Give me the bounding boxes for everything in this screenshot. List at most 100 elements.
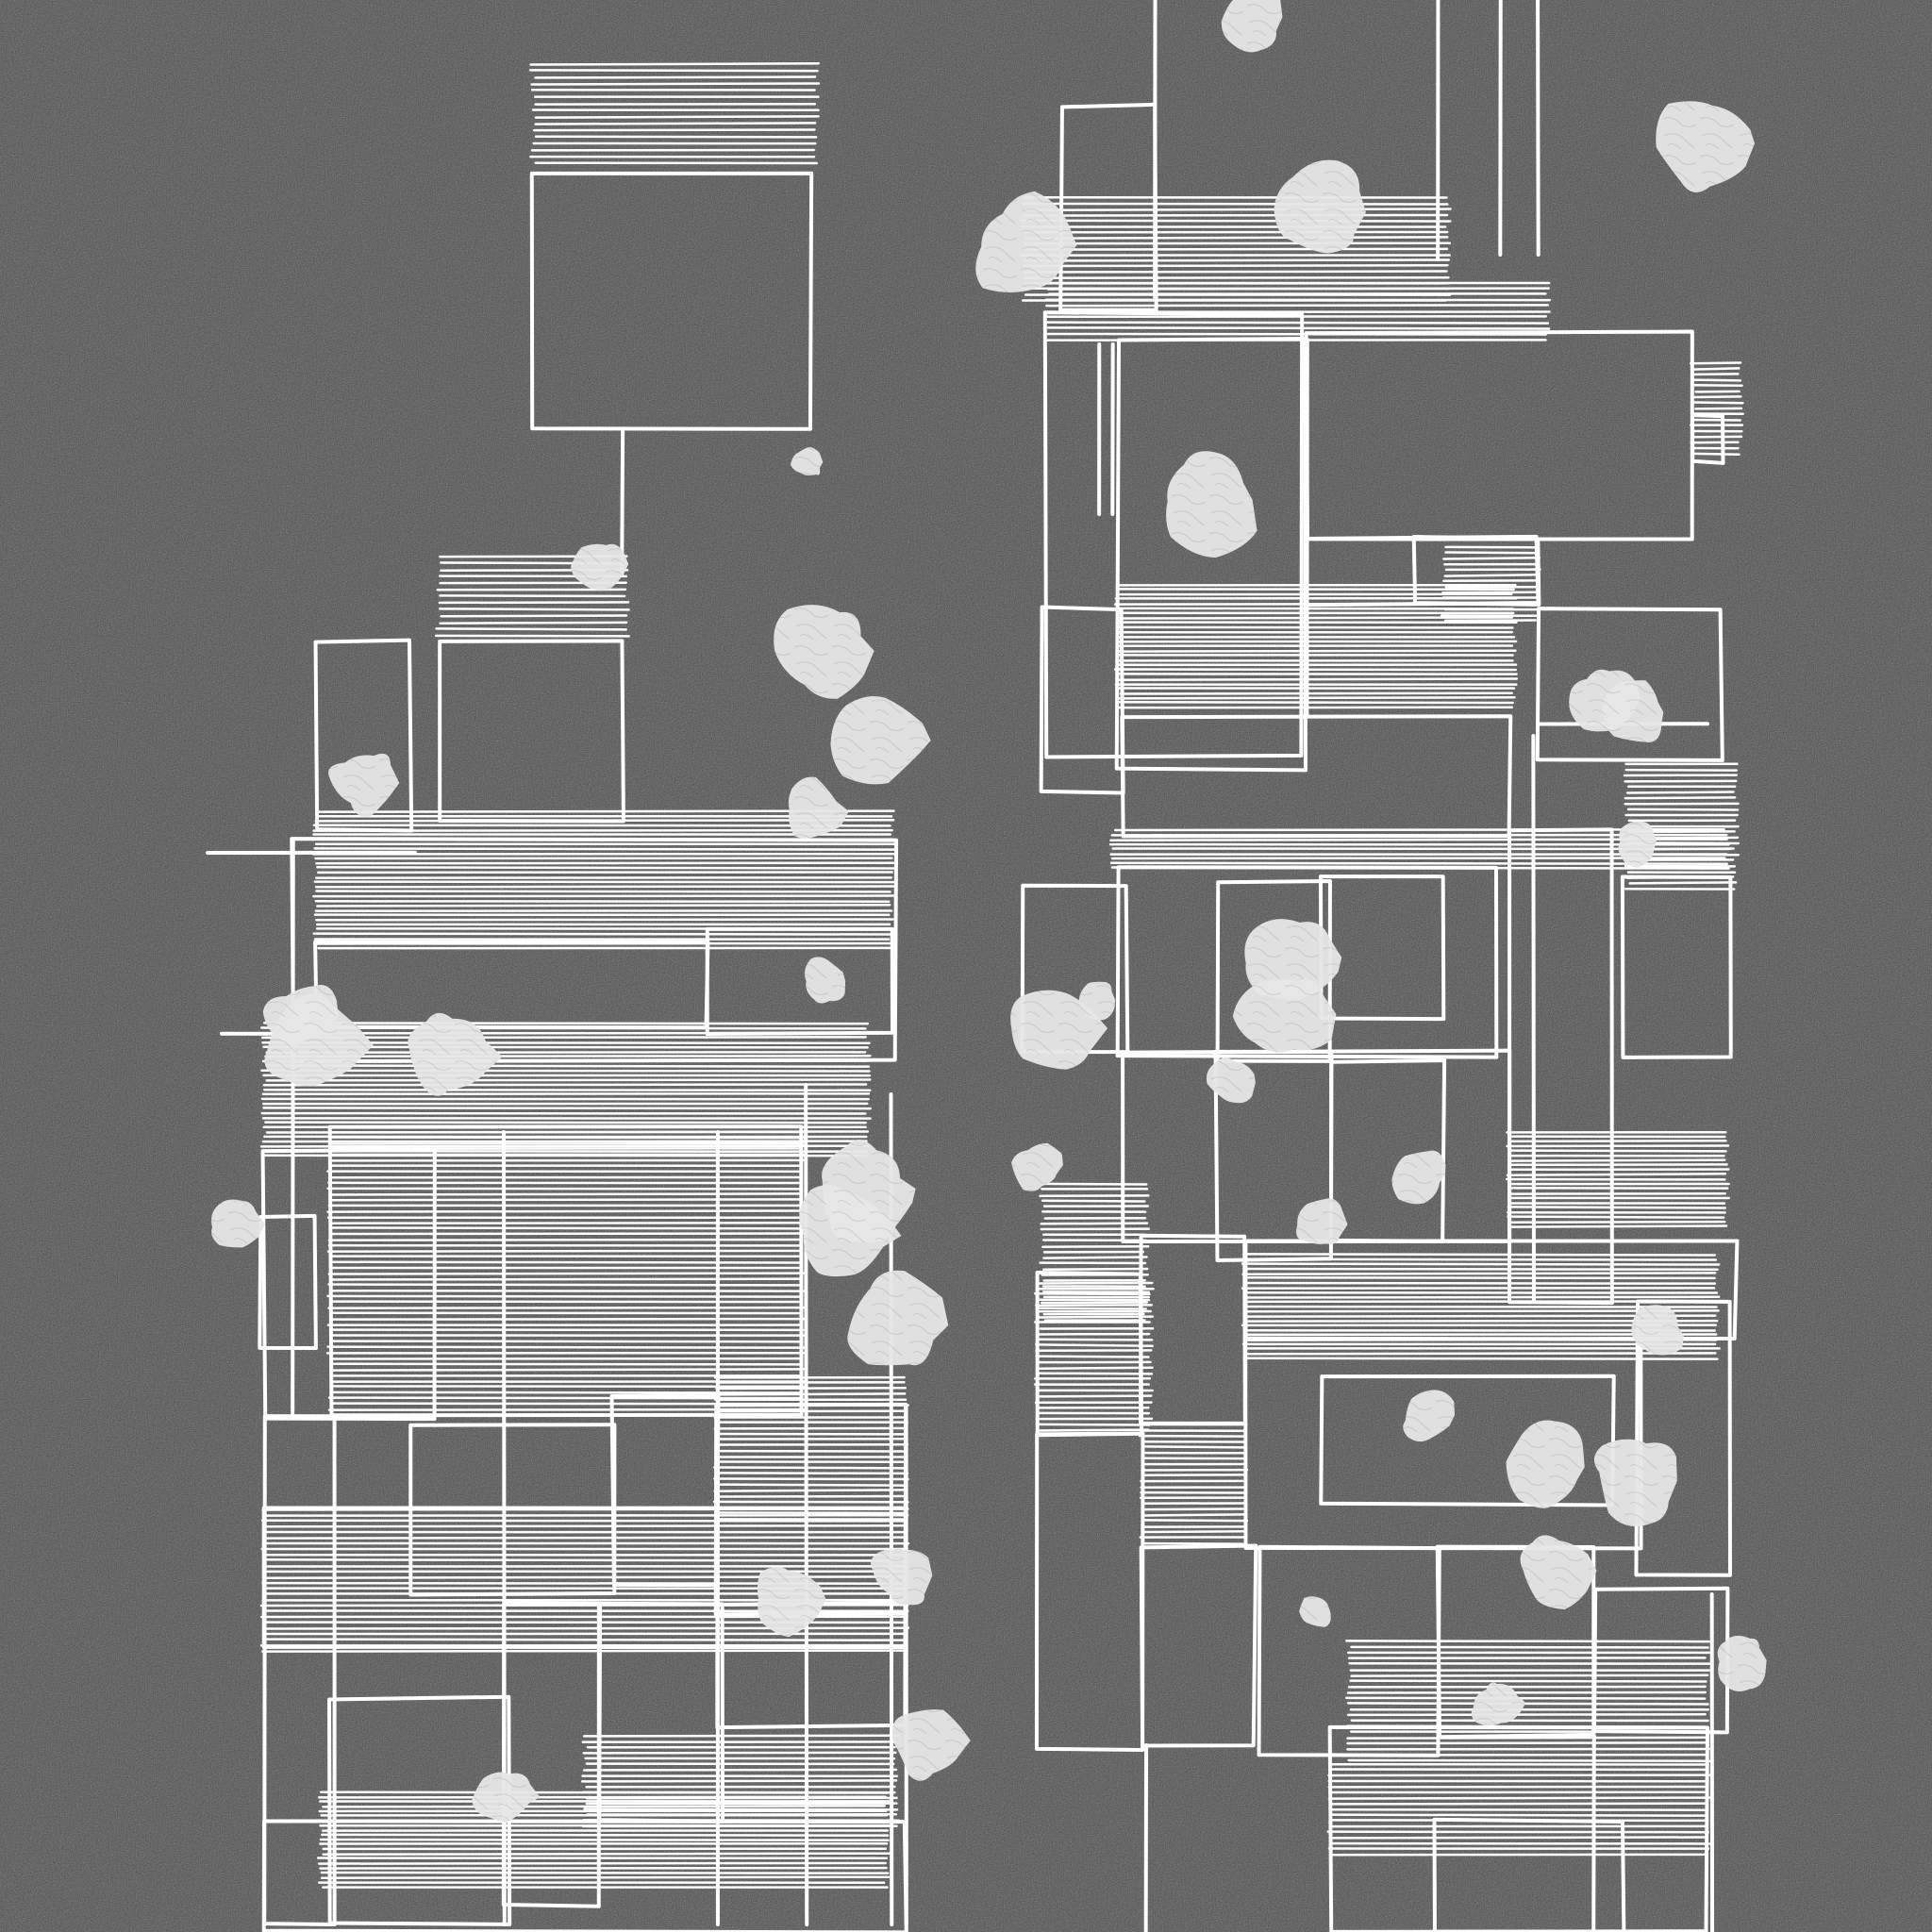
hatch-line bbox=[329, 1277, 802, 1281]
hatch-line bbox=[331, 1232, 805, 1236]
hatch-line bbox=[1242, 1357, 1719, 1360]
hatch-line bbox=[1444, 551, 1540, 555]
hatch-line bbox=[1038, 1394, 1153, 1398]
hatch-line bbox=[1024, 236, 1449, 240]
hatch-line bbox=[318, 1795, 887, 1799]
hatch-line bbox=[1042, 1256, 1148, 1259]
hatch-line bbox=[1244, 1276, 1716, 1280]
hatch-line bbox=[320, 1871, 890, 1874]
hatch-line bbox=[1037, 1423, 1151, 1426]
hatch-line bbox=[326, 1345, 806, 1349]
hatch-line bbox=[259, 1026, 867, 1030]
blob-shape bbox=[791, 446, 824, 476]
hatch-line bbox=[1045, 321, 1550, 325]
hatch-line bbox=[326, 1209, 804, 1213]
hatch-line bbox=[263, 1575, 909, 1579]
sketch-box bbox=[1327, 1724, 1709, 1932]
blob-shape bbox=[891, 1709, 971, 1781]
hatch-line bbox=[1119, 691, 1513, 695]
hatch-line bbox=[1141, 1530, 1245, 1534]
hatch-line bbox=[1023, 247, 1449, 251]
sketch-box bbox=[1115, 865, 1499, 1059]
hatch-line bbox=[1507, 1206, 1727, 1209]
hatch-line bbox=[1506, 1144, 1730, 1148]
hatch-line bbox=[1041, 1199, 1146, 1203]
hatch-line bbox=[330, 1368, 806, 1372]
hatch-line bbox=[316, 904, 891, 908]
hatch-line bbox=[1346, 1713, 1707, 1717]
hatch-line bbox=[1023, 264, 1449, 268]
hatch-line bbox=[1628, 881, 1738, 885]
hatch-line bbox=[439, 621, 628, 625]
hatch-line bbox=[1117, 701, 1514, 705]
blob-shape bbox=[571, 543, 629, 591]
hatch-line bbox=[1345, 1696, 1707, 1700]
hatch-line bbox=[1350, 1645, 1709, 1649]
blob-shape bbox=[1506, 1420, 1585, 1508]
hatch-line bbox=[435, 627, 627, 631]
hatch-line bbox=[1117, 616, 1514, 620]
hatch-line bbox=[1349, 1679, 1707, 1683]
hatch-line bbox=[328, 1192, 801, 1196]
hatch-line bbox=[264, 1626, 910, 1630]
blob-shape bbox=[804, 957, 846, 1004]
blob-shape bbox=[1221, 0, 1283, 53]
hatch-line bbox=[327, 1407, 806, 1411]
hatch-line bbox=[322, 1805, 887, 1808]
hatch-line bbox=[1020, 219, 1452, 223]
blob-shape bbox=[975, 191, 1077, 292]
hatch-line bbox=[1346, 1736, 1708, 1740]
blob-shape bbox=[788, 776, 849, 839]
blob-shape bbox=[799, 1185, 902, 1277]
hatch-line bbox=[1142, 1541, 1244, 1545]
hatch-line bbox=[583, 1807, 899, 1811]
blob-shape bbox=[472, 1772, 541, 1824]
blob-shape bbox=[871, 1548, 933, 1606]
hatch-line bbox=[1041, 1244, 1150, 1248]
hatch-line bbox=[329, 1136, 806, 1140]
hatch-line bbox=[312, 932, 892, 936]
hatch-line bbox=[261, 1536, 906, 1540]
hatch-line bbox=[1246, 1295, 1721, 1299]
hatch-line bbox=[1245, 1257, 1718, 1261]
blob-shape bbox=[1206, 1058, 1256, 1104]
hatch-line bbox=[328, 1198, 801, 1202]
hatch-line bbox=[1242, 1267, 1719, 1271]
hatch-line bbox=[1115, 625, 1514, 629]
hatch-line bbox=[1347, 1758, 1711, 1762]
hatch-line bbox=[1022, 213, 1449, 217]
hatch-line bbox=[1241, 1262, 1721, 1266]
hatch-line bbox=[1115, 649, 1517, 653]
hatch-line bbox=[1691, 452, 1740, 456]
blob-shape bbox=[774, 605, 874, 699]
hatch-line bbox=[1241, 1272, 1717, 1275]
hatch-line bbox=[1327, 1796, 1711, 1800]
sketch-box bbox=[1034, 1431, 1145, 1752]
blob-shape bbox=[757, 1566, 826, 1638]
sketch-box bbox=[1690, 412, 1725, 465]
hatch-line bbox=[1326, 1830, 1710, 1834]
hatch-line bbox=[1023, 270, 1448, 274]
hatch-line bbox=[317, 1861, 887, 1865]
hatch-line bbox=[261, 1638, 908, 1641]
hatch-line bbox=[1346, 1741, 1710, 1745]
hatch-line bbox=[534, 135, 818, 139]
blob-shape bbox=[1471, 1682, 1526, 1726]
sketch-box bbox=[1535, 607, 1724, 762]
hatch-line bbox=[1347, 1685, 1707, 1689]
hatch-line bbox=[582, 1768, 898, 1772]
blob-shape bbox=[1078, 981, 1116, 1021]
hatch-line bbox=[534, 75, 817, 79]
hatch-line bbox=[329, 1413, 803, 1417]
hatch-line bbox=[1117, 677, 1519, 681]
blob-shape bbox=[1520, 1535, 1597, 1610]
hatch-line bbox=[1690, 441, 1740, 444]
hatch-line bbox=[260, 1519, 908, 1523]
hatch-line bbox=[582, 1734, 900, 1738]
hatch-line bbox=[532, 128, 816, 132]
hatch-line bbox=[265, 1064, 871, 1068]
hatch-line bbox=[265, 1078, 872, 1082]
hatch-line bbox=[582, 1751, 897, 1755]
blob-shape bbox=[1631, 1305, 1684, 1356]
